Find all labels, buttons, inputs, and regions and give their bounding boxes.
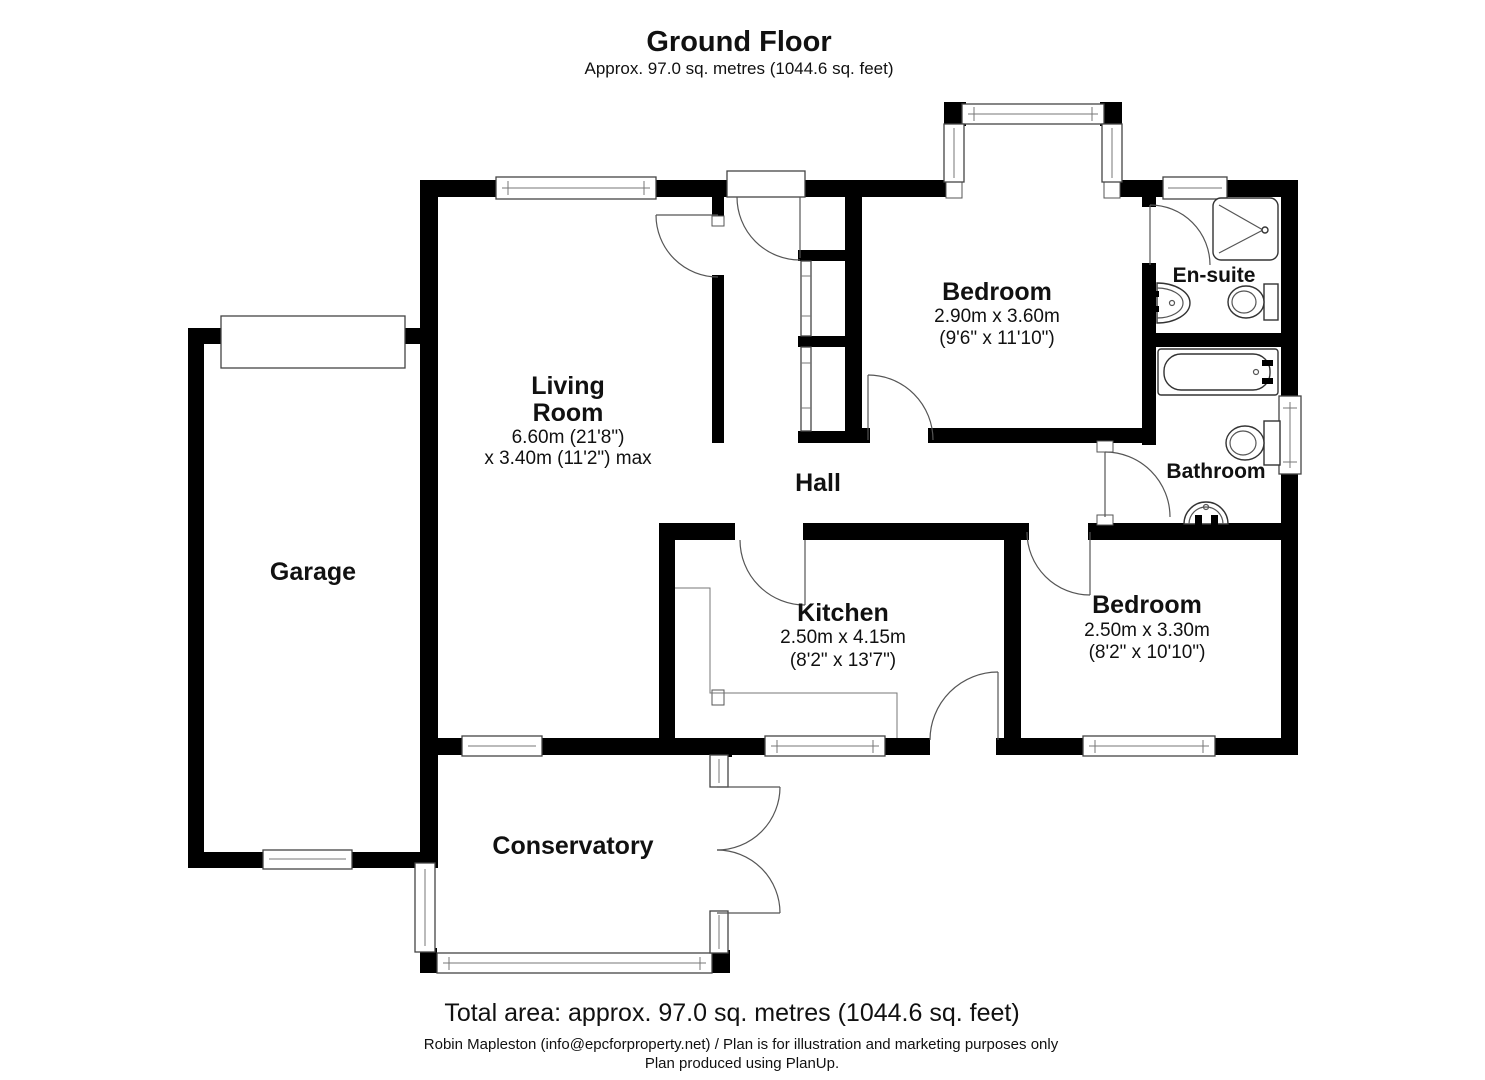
bedroom2-dim-imperial: (8'2" x 10'10") — [1089, 642, 1206, 663]
window — [262, 849, 353, 870]
bedroom2-label: Bedroom — [1092, 591, 1202, 619]
living-room-dim1: 6.60m (21'8") — [512, 427, 625, 448]
garage-door — [220, 315, 406, 369]
bedroom1-label: Bedroom — [942, 278, 1052, 306]
window — [1082, 735, 1216, 757]
bedroom1-dim-imperial: (9'6" x 11'10") — [939, 328, 1054, 349]
bedroom2-door — [1026, 531, 1091, 596]
window — [461, 735, 543, 757]
ensuite-door — [1149, 204, 1211, 266]
kitchen-dim-imperial: (8'2" x 13'7") — [790, 650, 896, 671]
kitchen-dim-metric: 2.50m x 4.15m — [780, 627, 906, 648]
page-title: Ground Floor — [646, 26, 831, 58]
kitchen-counter — [675, 587, 898, 738]
living-room-door — [655, 214, 719, 278]
garage-label: Garage — [270, 558, 356, 586]
doors — [655, 196, 1211, 914]
closet-doors — [800, 260, 812, 432]
kitchen-door — [739, 539, 806, 606]
window — [1278, 395, 1302, 475]
kitchen-label: Kitchen — [797, 599, 889, 627]
bathtub-icon — [1157, 348, 1279, 396]
living-room-label: Living — [531, 372, 605, 400]
conservatory-label: Conservatory — [492, 832, 653, 860]
window — [709, 754, 729, 788]
produced-text: Plan produced using PlanUp. — [645, 1055, 839, 1072]
living-room-label2: Room — [533, 399, 604, 427]
room-labels: Living Room 6.60m (21'8") x 3.40m (11'2"… — [270, 264, 1266, 860]
window — [495, 176, 657, 200]
sink-icon — [1183, 501, 1229, 525]
shower-icon — [1212, 197, 1279, 261]
hall-label: Hall — [795, 469, 841, 497]
credit-text: Robin Mapleston (info@epcforproperty.net… — [424, 1036, 1059, 1053]
front-door-slab — [726, 170, 806, 198]
walls — [188, 102, 1298, 973]
bedroom2-dim-metric: 2.50m x 3.30m — [1084, 620, 1210, 641]
window — [1162, 176, 1228, 200]
bedroom1-door — [867, 374, 934, 441]
bathroom-door — [1104, 451, 1171, 518]
conservatory-french-doors — [716, 786, 781, 914]
total-area-text: Total area: approx. 97.0 sq. metres (104… — [444, 999, 1019, 1027]
bay-window — [943, 103, 1123, 183]
bedroom1-dim-metric: 2.90m x 3.60m — [934, 306, 1060, 327]
window — [709, 910, 729, 954]
toilet-icon — [1225, 420, 1281, 466]
bathroom-label: Bathroom — [1166, 460, 1265, 483]
ensuite-label: En-suite — [1173, 264, 1256, 287]
window — [414, 862, 436, 953]
window — [436, 952, 713, 974]
toilet-icon — [1227, 283, 1279, 321]
living-room-dim2: x 3.40m (11'2") max — [484, 448, 652, 469]
kitchen-back-door — [929, 671, 999, 741]
window — [764, 735, 886, 757]
page-subtitle: Approx. 97.0 sq. metres (1044.6 sq. feet… — [585, 59, 894, 78]
front-door — [736, 196, 801, 261]
sink-icon — [1149, 282, 1191, 324]
